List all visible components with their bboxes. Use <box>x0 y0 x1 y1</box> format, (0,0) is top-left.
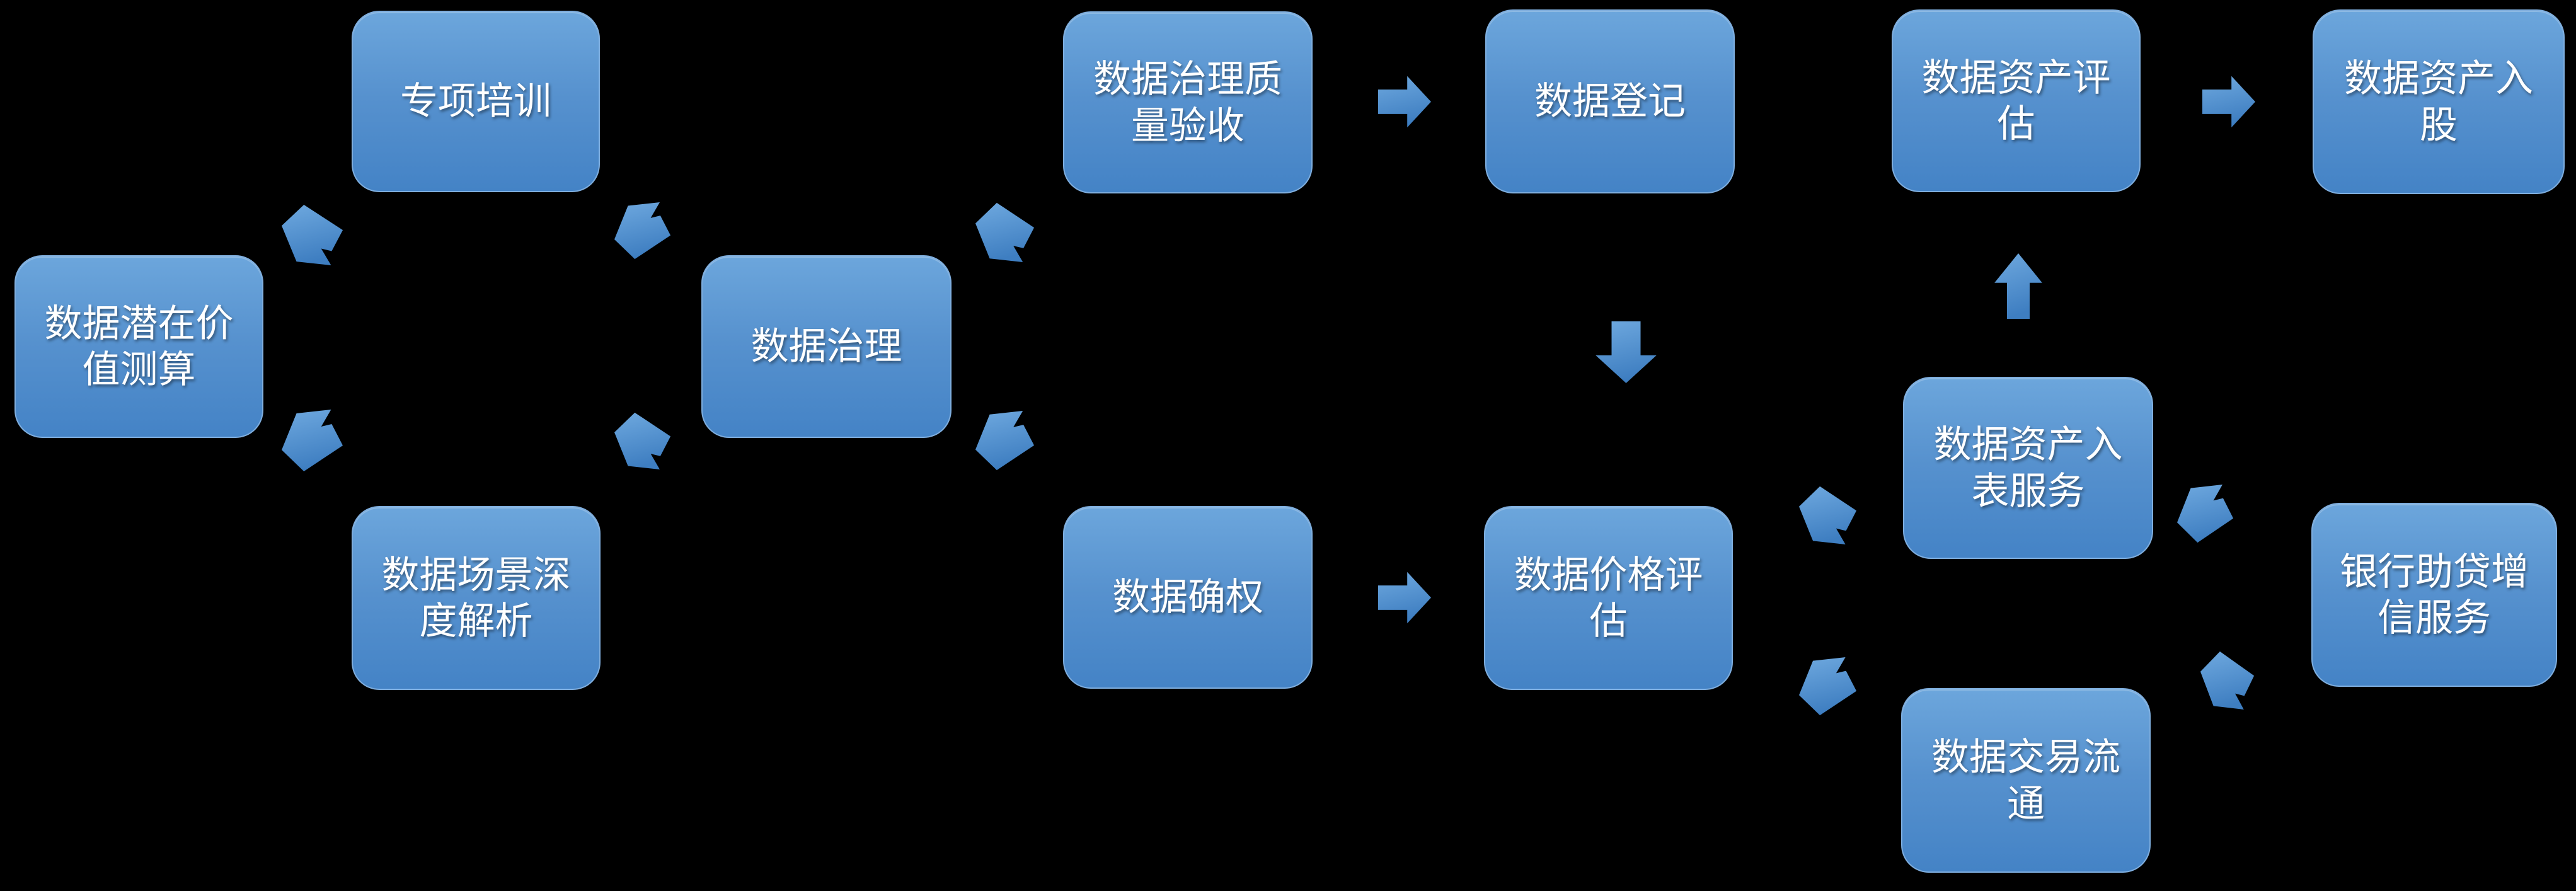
flow-arrow-icon-special-training-to-data-governance <box>614 202 671 260</box>
arrow-shape <box>614 412 671 469</box>
arrow-shape <box>1799 657 1857 716</box>
arrow-shape <box>975 411 1035 471</box>
node-data-rights-confirmation: 数据确权 <box>1063 506 1313 689</box>
node-governance-quality-acceptance: 数据治理质 量验收 <box>1063 11 1313 193</box>
arrow-shape <box>1378 76 1431 128</box>
flow-arrow-icon-data-registration-to-data-price-evaluation <box>1596 321 1657 383</box>
arrow-shape <box>1378 572 1431 624</box>
flow-arrow-icon-data-price-evaluation-to-data-trading-circulation <box>1799 657 1857 716</box>
flow-arrow-icon-data-governance-to-governance-quality-acceptance <box>975 202 1035 262</box>
node-data-registration: 数据登记 <box>1485 9 1735 193</box>
node-label-bank-loan-credit-service: 银行助贷增 信服务 <box>2340 550 2529 639</box>
node-label-asset-onbalance-service: 数据资产入 表服务 <box>1933 423 2123 512</box>
node-data-trading-circulation: 数据交易流 通 <box>1901 688 2151 873</box>
node-label-special-training: 专项培训 <box>400 80 551 123</box>
node-label-data-governance: 数据治理 <box>750 325 902 368</box>
node-label-data-registration: 数据登记 <box>1534 80 1686 123</box>
node-label-data-asset-investment: 数据资产入 股 <box>2344 57 2533 146</box>
flow-arrow-icon-asset-onbalance-service-to-data-asset-evaluation <box>1994 253 2042 319</box>
arrow-shape <box>2202 76 2255 128</box>
arrow-shape <box>282 204 343 265</box>
node-label-data-price-evaluation: 数据价格评 估 <box>1514 553 1703 642</box>
arrow-shape <box>975 202 1035 262</box>
flow-arrow-icon-potential-value-calculation-to-scenario-deep-analysis <box>282 410 343 471</box>
flow-arrow-icon-scenario-deep-analysis-to-data-governance <box>614 412 671 469</box>
flow-arrow-icon-potential-value-calculation-to-special-training <box>282 204 343 265</box>
arrow-shape <box>2177 485 2234 543</box>
node-data-price-evaluation: 数据价格评 估 <box>1484 506 1733 690</box>
flow-arrow-icon-asset-onbalance-service-to-bank-loan-credit-service <box>2177 485 2234 543</box>
arrow-shape <box>282 410 343 471</box>
flow-arrow-icon-data-rights-confirmation-to-data-price-evaluation <box>1378 572 1431 624</box>
node-label-governance-quality-acceptance: 数据治理质 量验收 <box>1093 58 1282 147</box>
flow-arrow-icon-governance-quality-acceptance-to-data-registration <box>1378 76 1431 128</box>
node-label-data-rights-confirmation: 数据确权 <box>1112 576 1263 619</box>
node-data-asset-investment: 数据资产入 股 <box>2313 9 2565 194</box>
arrow-shape <box>614 202 671 260</box>
node-label-potential-value-calculation: 数据潜在价 值测算 <box>44 302 234 391</box>
arrow-shape <box>1596 321 1657 383</box>
arrow-shape <box>1799 486 1857 544</box>
node-asset-onbalance-service: 数据资产入 表服务 <box>1903 377 2153 559</box>
arrow-shape <box>2200 651 2255 710</box>
node-potential-value-calculation: 数据潜在价 值测算 <box>14 255 263 438</box>
flow-arrow-icon-data-trading-circulation-to-bank-loan-credit-service <box>2200 651 2255 710</box>
node-label-data-asset-evaluation: 数据资产评 估 <box>1921 56 2111 145</box>
arrow-shape <box>1994 253 2042 319</box>
flow-arrow-icon-data-governance-to-data-rights-confirmation <box>975 411 1035 471</box>
node-scenario-deep-analysis: 数据场景深 度解析 <box>352 506 601 690</box>
flow-arrow-icon-data-price-evaluation-to-asset-onbalance-service <box>1799 486 1857 544</box>
node-label-data-trading-circulation: 数据交易流 通 <box>1931 736 2120 825</box>
node-data-governance: 数据治理 <box>701 255 952 438</box>
node-label-scenario-deep-analysis: 数据场景深 度解析 <box>381 553 571 642</box>
node-data-asset-evaluation: 数据资产评 估 <box>1892 9 2141 192</box>
flow-arrow-icon-data-asset-evaluation-to-data-asset-investment <box>2202 76 2255 128</box>
node-bank-loan-credit-service: 银行助贷增 信服务 <box>2311 503 2557 687</box>
node-special-training: 专项培训 <box>352 11 600 192</box>
